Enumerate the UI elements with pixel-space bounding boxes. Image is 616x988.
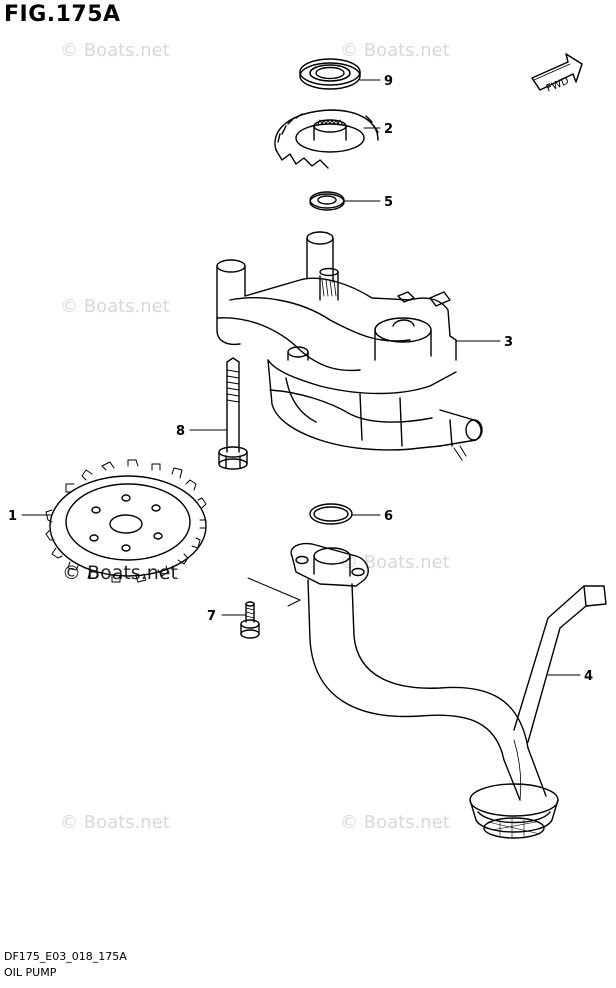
callout-8: 8 [176,424,185,439]
part-1-driven-gear [45,459,207,583]
fwd-label: FWD [545,76,571,95]
fwd-arrow-icon [531,53,583,91]
part-5-washer [309,191,345,211]
watermark: © Boats.net [340,40,450,61]
callout-6: 6 [384,509,393,524]
watermark: © Boats.net [60,812,170,833]
callout-5: 5 [384,195,393,210]
part-8-bolt [218,357,248,470]
callout-3: 3 [504,335,513,350]
part-9-oil-seal [299,58,361,90]
part-7-bolt [240,601,260,639]
callout-7: 7 [207,609,216,624]
part-4-oil-strainer [290,542,607,839]
part-3-oil-pump-body [216,231,483,461]
callout-2: 2 [384,122,393,137]
callout-4: 4 [584,669,593,684]
figure-code: DF175_E03_018_175A [4,950,127,963]
figure-title: FIG.175A [4,2,121,27]
part-group-name: OIL PUMP [4,966,57,979]
part-2-drive-gear [274,109,379,169]
callout-9: 9 [384,74,393,89]
watermark: © Boats.net [60,40,170,61]
watermark: © Boats.net [340,812,450,833]
part-6-o-ring [309,503,353,525]
watermark: © Boats.net [60,296,170,317]
callout-1: 1 [8,509,17,524]
